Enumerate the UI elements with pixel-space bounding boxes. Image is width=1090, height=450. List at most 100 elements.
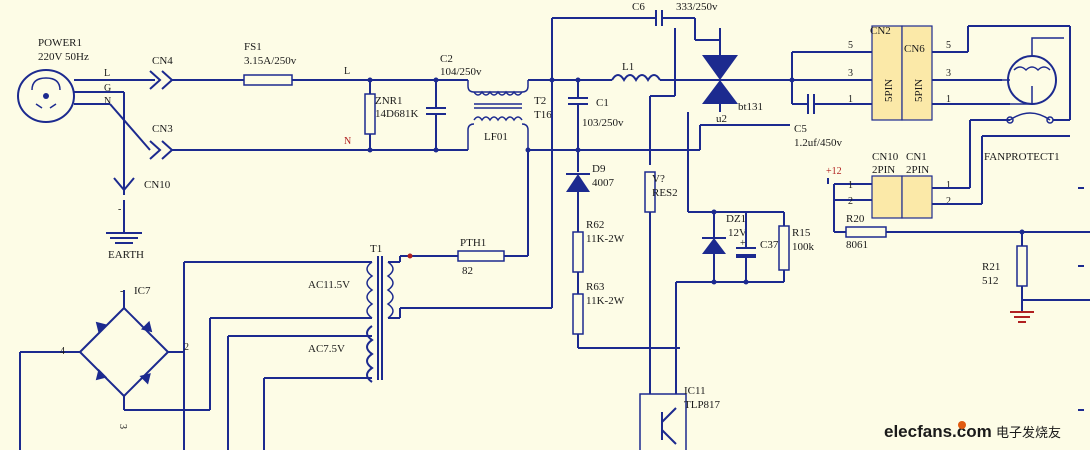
znr1-value: 14D681K: [375, 108, 418, 120]
ic7-bridge-rectifier: [79, 307, 169, 397]
line-l-label: L: [344, 66, 350, 77]
d9-diode: [566, 174, 590, 192]
t16-label: T16: [534, 109, 552, 121]
d9-label: D9: [592, 163, 606, 175]
c37-label: C37: [760, 239, 779, 251]
power-rating: 220V 50Hz: [38, 51, 89, 63]
cn10-earth-connector: [113, 177, 135, 192]
fan-motor: [967, 25, 1071, 120]
bt131-label: bt131: [738, 101, 763, 113]
fanprotect-switch: [969, 112, 1070, 188]
cn4-label: CN4: [152, 55, 173, 67]
l1-inductor: [611, 74, 661, 82]
power-plug: [17, 69, 75, 123]
cn2-connector: [871, 25, 903, 121]
c2-value: 104/250v: [440, 66, 482, 78]
l1-label: L1: [622, 61, 634, 73]
cn1-2pin: 2PIN: [906, 164, 929, 176]
cn1-pin1: 1: [946, 180, 951, 191]
svg-text:+: +: [740, 238, 746, 249]
cn6-pin5: 5: [946, 40, 951, 51]
pth1-thermistor: [457, 250, 505, 262]
cn10-2pin: 2PIN: [872, 164, 895, 176]
lf01-label: LF01: [484, 131, 508, 143]
cn6-pin3: 3: [946, 68, 951, 79]
c1-label: C1: [596, 97, 609, 109]
fs1-fuse: [243, 74, 293, 86]
cn2-pin1: 1: [848, 94, 853, 105]
pth1-value: 82: [462, 265, 473, 277]
ac75-label: AC7.5V: [308, 343, 345, 355]
r15-value: 100k: [792, 241, 815, 253]
ic7-pin3: 3: [117, 424, 128, 429]
dz1-value: 12V: [728, 227, 747, 239]
res2-label: RES2: [652, 187, 678, 199]
cn2-label: CN2: [870, 25, 891, 37]
ic7-label: IC7: [134, 285, 151, 297]
cn1-connector: [901, 175, 933, 219]
ac115-label: AC11.5V: [308, 279, 350, 291]
u2-triac: [649, 28, 792, 165]
r20-value: 8061: [846, 239, 868, 251]
ic7-pin4: 4: [60, 346, 65, 357]
r21-ground-symbol: [1010, 311, 1034, 323]
r63-value: 11K-2W: [586, 295, 625, 307]
dz1-label: DZ1: [726, 213, 746, 225]
cn1-label: CN1: [906, 151, 927, 163]
r62-label: R62: [586, 219, 604, 231]
earth-label: EARTH: [108, 249, 144, 261]
cn6-pin1: 1: [946, 94, 951, 105]
v-label: V?: [652, 173, 665, 185]
r15-resistor: [778, 225, 790, 271]
line-n-label: N: [344, 136, 351, 147]
ic7-minus: -: [120, 286, 123, 297]
fs1-label: FS1: [244, 41, 262, 53]
ic11-optocoupler: [639, 370, 687, 450]
cn3-connector: [149, 140, 174, 160]
c6-label: C6: [632, 1, 645, 13]
r21-label: R21: [982, 261, 1000, 273]
cn10-pin2: 2: [848, 196, 853, 207]
elecfans-watermark: elecfans.com 电子发烧友: [884, 421, 1061, 441]
earth-ground-symbol: [106, 232, 142, 244]
c5-value: 1.2uf/450v: [794, 137, 842, 149]
znr1-varistor: [364, 93, 376, 135]
fanprotect-label: FANPROTECT1: [984, 151, 1060, 163]
cn1-pin2: 2: [946, 196, 951, 207]
lf01-choke: [467, 80, 529, 150]
r63-label: R63: [586, 281, 605, 293]
pth1-label: PTH1: [460, 237, 486, 249]
ic7-pin2: 2: [184, 342, 189, 353]
r21-resistor: [1016, 245, 1028, 287]
d9-value: 4007: [592, 177, 615, 189]
r15-label: R15: [792, 227, 811, 239]
cn10-earth-label: CN10: [144, 179, 171, 191]
r21-value: 512: [982, 275, 999, 287]
cn2-pin3: 3: [848, 68, 853, 79]
r20-resistor: [845, 226, 887, 238]
cn10-connector: [871, 175, 903, 219]
watermark-cn: 电子发烧友: [996, 425, 1061, 440]
cn2-5pin: 5PIN: [883, 79, 895, 102]
r62-value: 11K-2W: [586, 233, 625, 245]
cn6-5pin: 5PIN: [913, 79, 925, 102]
r63-resistor: [572, 293, 584, 335]
r62-resistor: [572, 231, 584, 273]
c6-value: 333/250v: [676, 1, 718, 13]
cn10-pin1: 1: [848, 180, 853, 191]
power-label: POWER1: [38, 37, 82, 49]
pin-g: G: [104, 83, 111, 94]
plus12-label: +12: [826, 166, 842, 177]
r20-label: R20: [846, 213, 865, 225]
c2-label: C2: [440, 53, 453, 65]
c5-label: C5: [794, 123, 807, 135]
cn3-label: CN3: [152, 123, 173, 135]
t1-label: T1: [370, 243, 382, 255]
svg-text:-: -: [118, 204, 121, 215]
c1-value: 103/250v: [582, 117, 624, 129]
pin-l: L: [104, 68, 110, 79]
ic11-label: IC11: [684, 385, 706, 397]
ic11-value: TLP817: [684, 399, 721, 411]
